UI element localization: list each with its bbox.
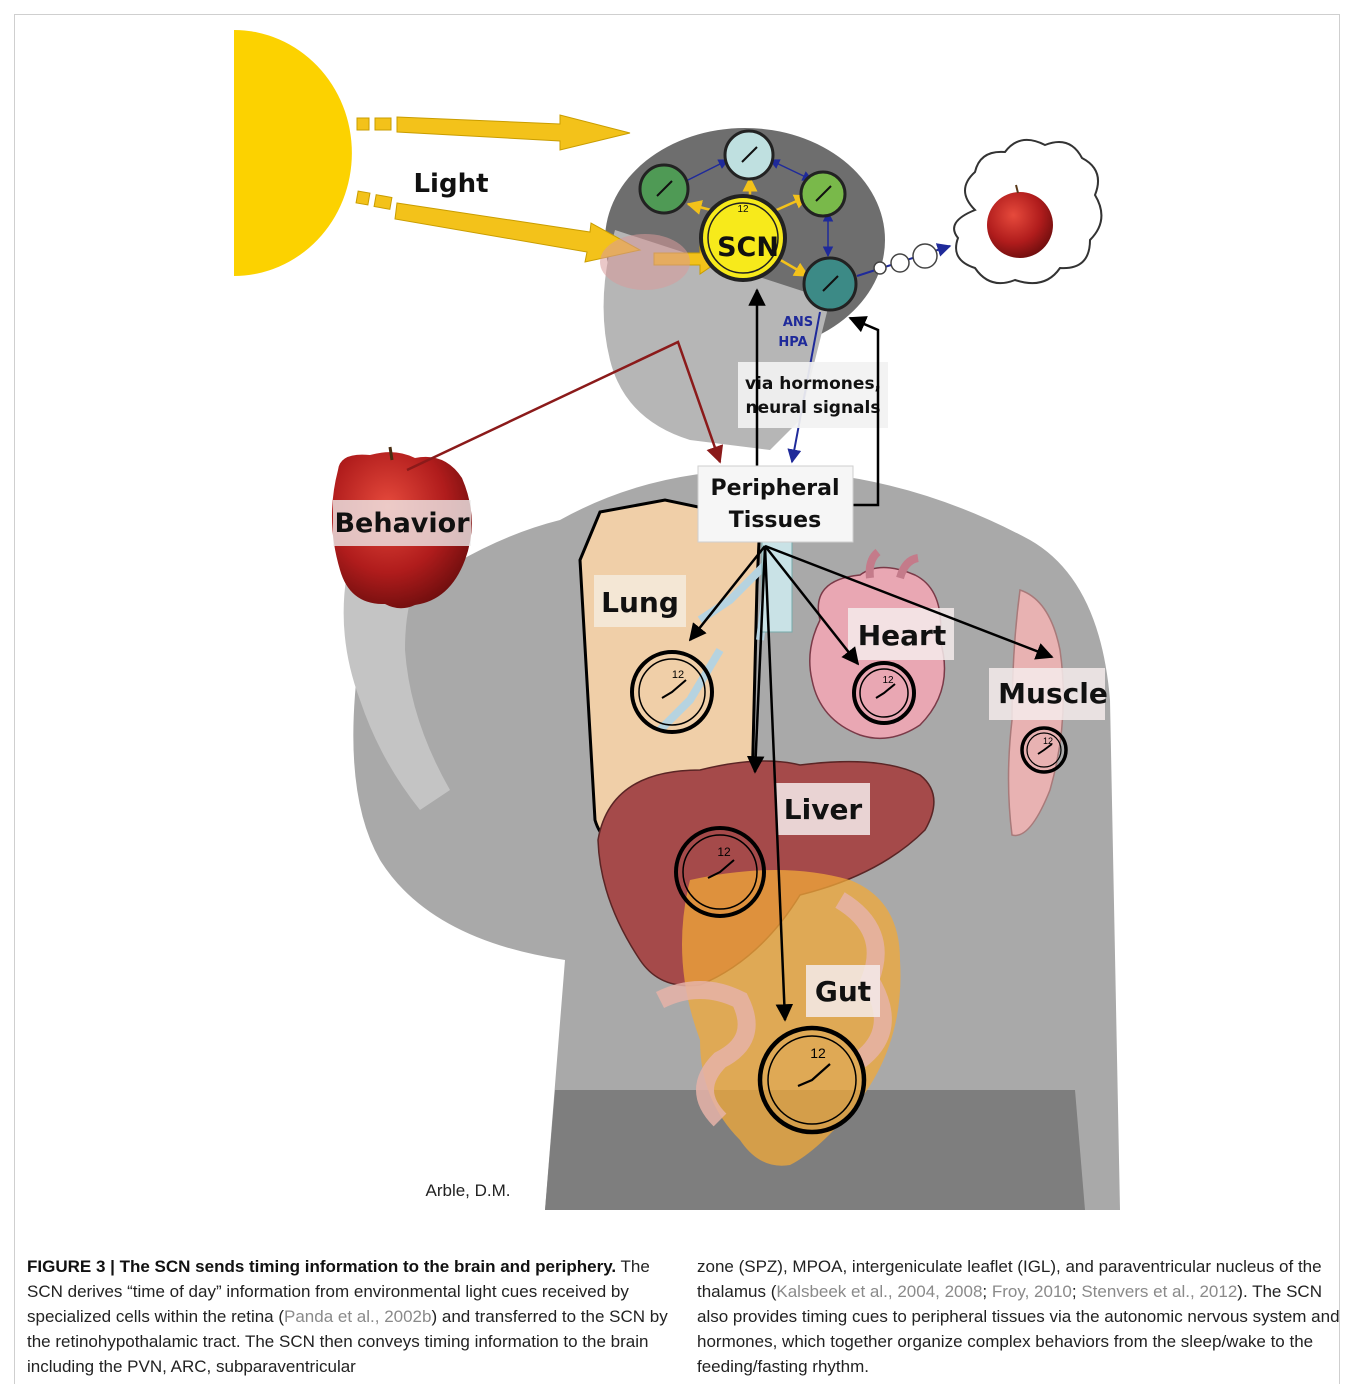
gut-label: Gut [815, 975, 871, 1008]
scn-clock-twelve: 12 [737, 204, 749, 215]
caption-left-column: FIGURE 3 | The SCN sends timing informat… [27, 1254, 677, 1379]
svg-text:12: 12 [672, 669, 684, 681]
peripheral-line2: Tissues [729, 508, 821, 533]
caption-sep: ; [1072, 1282, 1081, 1301]
via-line2: neural signals [746, 398, 881, 418]
heart-label: Heart [858, 619, 947, 652]
caption-title: FIGURE 3 | The SCN sends timing informat… [27, 1257, 616, 1276]
muscle-label: Muscle [998, 677, 1108, 710]
sun-icon [234, 30, 352, 276]
behavior-label: Behavior [334, 508, 470, 539]
lung-label: Lung [601, 586, 679, 619]
behavior-apple: Behavior [332, 447, 472, 608]
caption-ref-kalsbeek[interactable]: Kalsbeek et al., 2004, 2008 [776, 1282, 982, 1301]
caption-ref-stenvers[interactable]: Stenvers et al., 2012 [1081, 1282, 1237, 1301]
via-hormones-box: via hormones, neural signals [738, 362, 888, 428]
svg-text:12: 12 [810, 1045, 826, 1061]
figure-credit: Arble, D.M. [425, 1181, 510, 1200]
figure-illustration: Light 12 SCN ANS HPA [0, 0, 1355, 1230]
eye-highlight [600, 234, 690, 290]
apple-icon [987, 192, 1053, 258]
caption-ref-panda[interactable]: Panda et al., 2002b [284, 1307, 431, 1326]
svg-text:12: 12 [882, 675, 894, 686]
liver-label: Liver [784, 793, 863, 826]
caption-right-column: zone (SPZ), MPOA, intergeniculate leafle… [697, 1254, 1342, 1379]
caption-sep: ; [982, 1282, 991, 1301]
caption-ref-froy[interactable]: Froy, 2010 [992, 1282, 1072, 1301]
hpa-label: HPA [778, 335, 807, 350]
via-line1: via hormones, [745, 374, 881, 394]
ans-label: ANS [783, 315, 813, 330]
svg-text:12: 12 [717, 845, 731, 859]
light-label: Light [413, 169, 488, 199]
peripheral-tissues-box: Peripheral Tissues [698, 466, 853, 542]
food-thought-bubble [857, 140, 1101, 283]
scn-label: SCN [717, 232, 779, 263]
peripheral-line1: Peripheral [710, 476, 839, 501]
